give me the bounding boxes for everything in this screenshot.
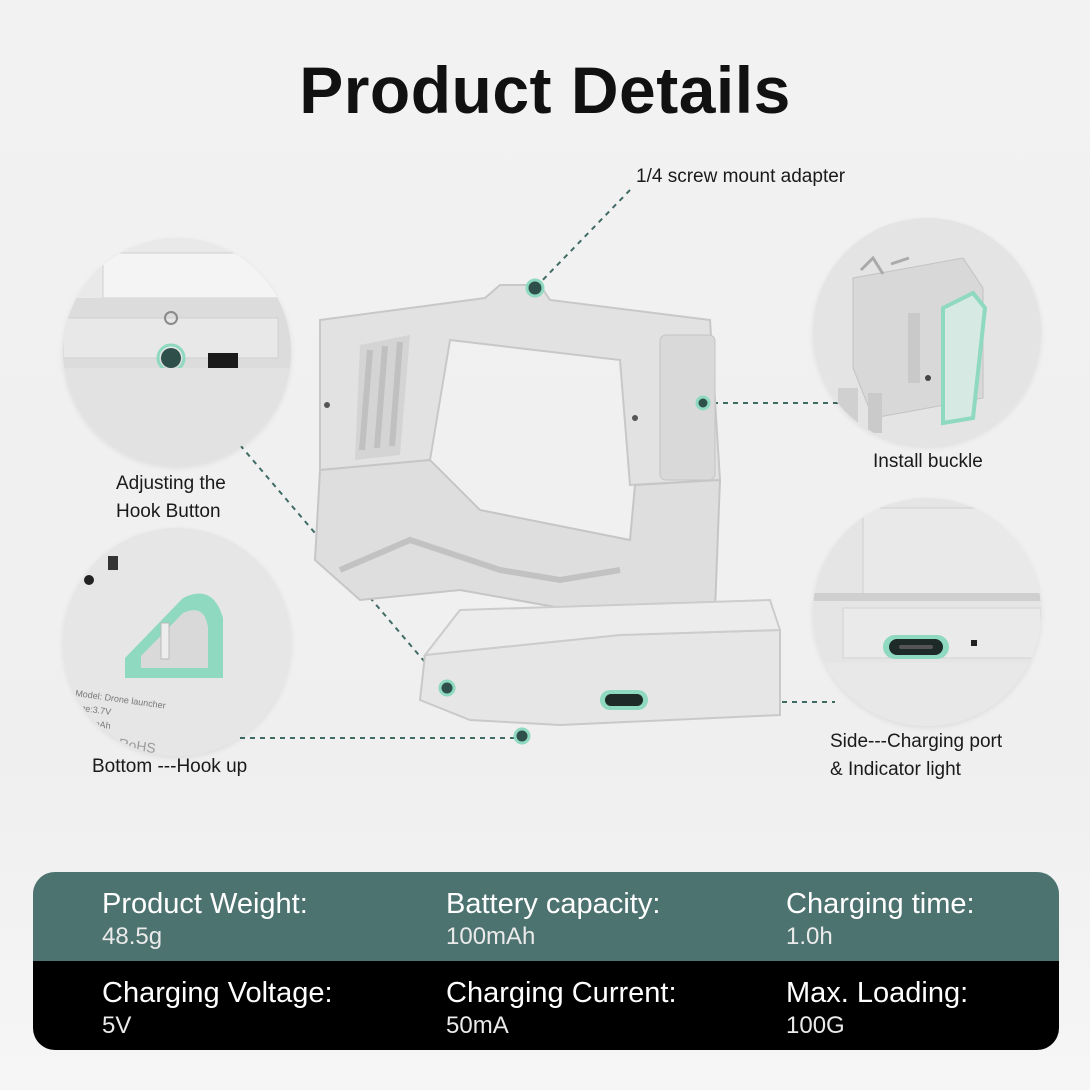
- callout-screw-mount: 1/4 screw mount adapter: [636, 166, 846, 187]
- callout-side-port-line2: & Indicator light: [830, 759, 961, 780]
- callout-side-port-line1: Side---Charging port: [830, 731, 1003, 752]
- callout-adjust-hook: Adjusting the Hook Button: [116, 470, 226, 526]
- spec-label: Charging Current:: [446, 977, 677, 1009]
- specs-row-bottom: Charging Voltage: 5V Charging Current: 5…: [33, 961, 1059, 1050]
- callout-install-buckle: Install buckle: [873, 451, 983, 472]
- specs-row-top: Product Weight: 48.5g Battery capacity: …: [33, 872, 1059, 961]
- callout-adjust-hook-line2: Hook Button: [116, 501, 221, 522]
- spec-value: 1.0h: [786, 923, 833, 950]
- spec-value: 50mA: [446, 1012, 509, 1039]
- spec-value: 5V: [102, 1012, 132, 1039]
- spec-charging-time: Charging time: 1.0h: [786, 886, 975, 952]
- callout-adjust-hook-line1: Adjusting the: [116, 473, 226, 494]
- callout-bottom-hook: Bottom ---Hook up: [92, 756, 248, 777]
- callout-side-port: Side---Charging port & Indicator light: [830, 728, 1002, 784]
- spec-value: 48.5g: [102, 923, 163, 950]
- spec-label: Max. Loading:: [786, 977, 969, 1009]
- detail-circle-bottom-hook: Model: Drone launcher age:3.7V c:70mAh R…: [63, 528, 291, 756]
- page-title: Product Details: [299, 53, 791, 127]
- spec-product-weight: Product Weight: 48.5g: [102, 886, 308, 952]
- spec-label: Charging Voltage:: [102, 977, 333, 1009]
- spec-max-loading: Max. Loading: 100G: [786, 975, 968, 1041]
- detail-circle-hook-button: [63, 238, 291, 466]
- product-image: [300, 270, 800, 760]
- spec-value: 100mAh: [446, 923, 536, 950]
- spec-charging-voltage: Charging Voltage: 5V: [102, 975, 333, 1041]
- detail-circle-charging-port: [813, 498, 1041, 726]
- spec-value: 100G: [786, 1012, 845, 1039]
- spec-battery-capacity: Battery capacity: 100mAh: [446, 886, 660, 952]
- spec-charging-current: Charging Current: 50mA: [446, 975, 677, 1041]
- spec-label: Battery capacity:: [446, 888, 661, 920]
- detail-circle-install-buckle: [813, 218, 1041, 446]
- spec-label: Product Weight:: [102, 888, 308, 920]
- specs-panel: Product Weight: 48.5g Battery capacity: …: [33, 872, 1059, 1050]
- spec-label: Charging time:: [786, 888, 975, 920]
